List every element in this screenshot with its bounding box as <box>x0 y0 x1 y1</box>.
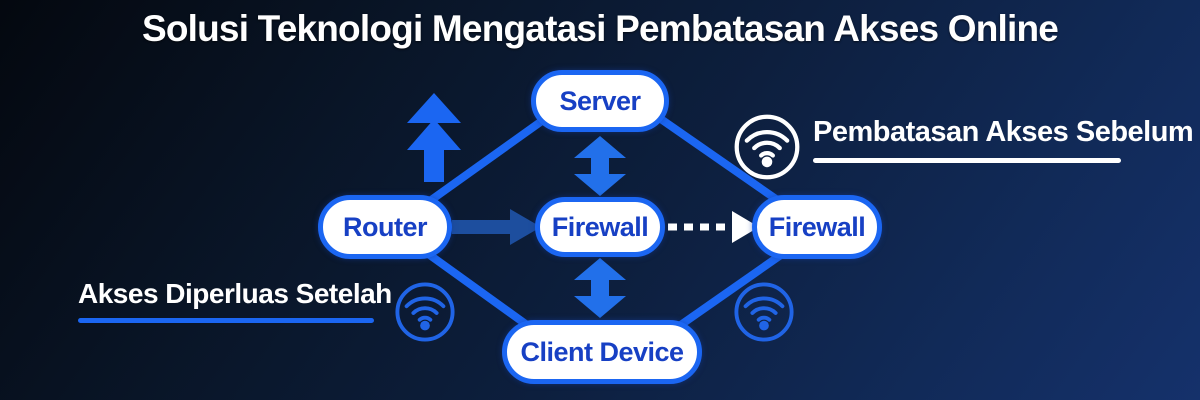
node-router: Router <box>318 195 452 259</box>
annotation-after-underline <box>78 318 374 323</box>
wifi-icon <box>734 282 794 342</box>
firewall-client-double-arrow-icon <box>574 258 626 318</box>
node-client-device-label: Client Device <box>520 336 684 367</box>
annotation-before-label: Pembatasan Akses Sebelum <box>813 116 1194 148</box>
annotation-after: Akses Diperluas Setelah <box>78 278 392 323</box>
node-server: Server <box>531 70 669 132</box>
node-firewall-center-label: Firewall <box>551 211 649 242</box>
annotation-before-underline <box>813 158 1121 163</box>
node-firewall-right: Firewall <box>752 195 882 259</box>
node-client-device: Client Device <box>502 320 702 384</box>
dashed-bypass-arrow-icon <box>668 211 759 243</box>
server-firewall-double-arrow-icon <box>574 136 626 196</box>
page-title: Solusi Teknologi Mengatasi Pembatasan Ak… <box>141 8 1059 49</box>
annotation-after-label: Akses Diperluas Setelah <box>78 278 392 309</box>
node-router-label: Router <box>343 211 428 242</box>
router-to-firewall-arrow-icon <box>452 209 541 245</box>
big-up-arrow-icon <box>407 93 461 182</box>
node-firewall-right-label: Firewall <box>768 211 866 242</box>
node-server-label: Server <box>559 85 641 116</box>
annotation-before: Pembatasan Akses Sebelum <box>813 116 1194 163</box>
wifi-icon <box>395 282 455 342</box>
node-firewall-center: Firewall <box>535 197 665 257</box>
wifi-icon <box>734 114 800 180</box>
